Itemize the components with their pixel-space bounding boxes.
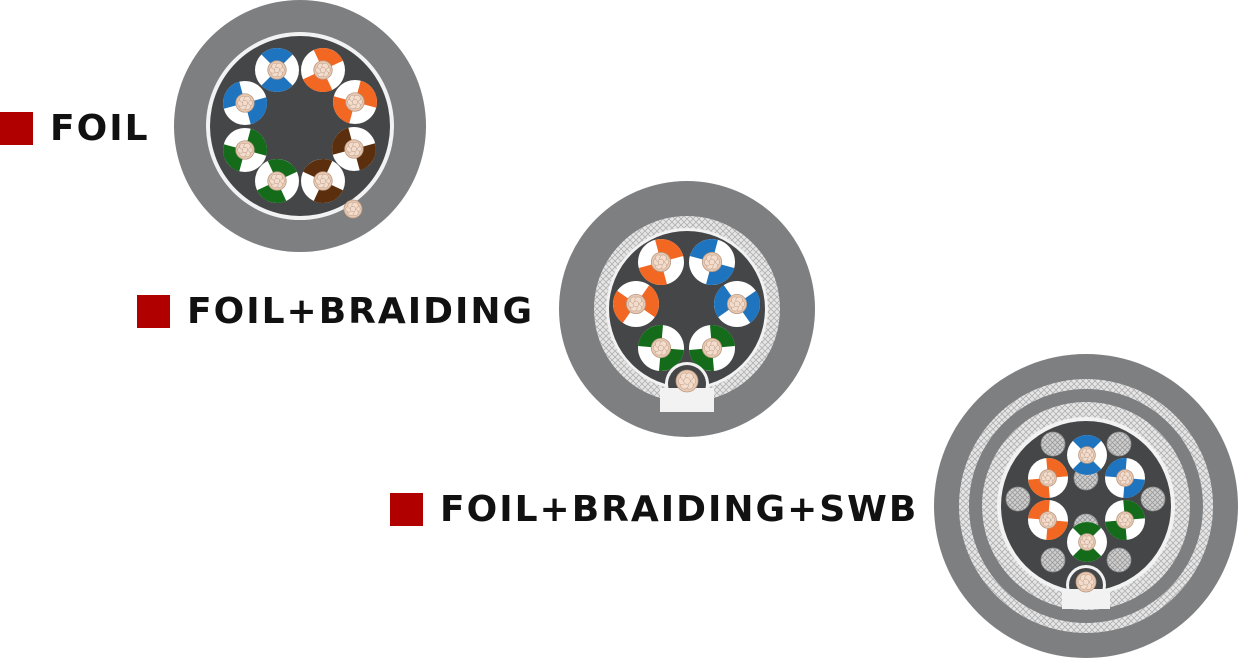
conductor-icon xyxy=(650,337,672,359)
wire-green xyxy=(223,128,267,172)
conductor-icon xyxy=(726,293,748,315)
label-foil-braiding-swb-text: FOIL+BRAIDING+SWB xyxy=(440,489,919,530)
wire-green xyxy=(638,325,684,371)
bullet-square-icon xyxy=(0,112,33,145)
label-foil-text: FOIL xyxy=(50,108,150,149)
label-foil-braiding-swb: FOIL+BRAIDING+SWB xyxy=(390,489,918,530)
wire-blue xyxy=(1067,435,1107,475)
wire-blue xyxy=(689,239,735,286)
conductor-icon xyxy=(313,171,333,191)
conductor-icon xyxy=(701,251,723,273)
wire-orange xyxy=(332,80,377,124)
conductor-icon xyxy=(267,60,287,80)
filler-icon xyxy=(1140,486,1166,512)
wire-green xyxy=(1105,500,1145,540)
conductor-icon xyxy=(1116,469,1134,487)
conductor-icon xyxy=(235,93,255,113)
wire-green xyxy=(1067,522,1107,562)
wire-orange xyxy=(1028,500,1068,540)
conductor-icon xyxy=(1116,511,1134,529)
wire-brown xyxy=(301,159,345,204)
wire-green xyxy=(689,325,735,371)
conductor-icon xyxy=(1039,511,1057,529)
cable-foil-braiding-swb xyxy=(934,354,1238,658)
wire-orange xyxy=(638,239,684,285)
label-foil: FOIL xyxy=(0,108,150,149)
wire-orange xyxy=(1028,458,1068,498)
filler-icon xyxy=(1040,431,1066,457)
filler-icon xyxy=(1106,431,1132,457)
conductor-icon xyxy=(1078,446,1096,464)
conductor-icon xyxy=(1039,469,1057,487)
wire-green xyxy=(255,159,299,204)
conductor-icon xyxy=(344,139,364,159)
conductor-icon xyxy=(675,369,699,393)
conductor-icon xyxy=(1078,533,1096,551)
wire-orange xyxy=(612,281,659,327)
conductor-icon xyxy=(235,140,255,160)
bullet-square-icon xyxy=(390,493,423,526)
conductor-icon xyxy=(343,199,363,219)
label-foil-braiding: FOIL+BRAIDING xyxy=(137,291,534,332)
filler-icon xyxy=(1040,547,1066,573)
conductor-icon xyxy=(345,92,365,112)
cable-foil-braiding xyxy=(559,181,815,437)
conductor-icon xyxy=(267,171,287,191)
filler-icon xyxy=(1106,547,1132,573)
wire-blue xyxy=(222,81,267,125)
conductor-icon xyxy=(701,337,723,359)
wire-blue xyxy=(255,48,299,92)
bullet-square-icon xyxy=(137,295,170,328)
conductor-icon xyxy=(625,293,647,315)
wire-blue xyxy=(1105,458,1145,498)
cable-foil xyxy=(174,0,426,252)
wire-brown xyxy=(332,127,376,171)
wire-orange xyxy=(301,47,345,92)
conductor-icon xyxy=(1075,571,1097,593)
core xyxy=(210,36,390,216)
label-foil-braiding-text: FOIL+BRAIDING xyxy=(187,291,535,332)
wire-blue xyxy=(714,281,760,327)
conductor-icon xyxy=(650,251,672,273)
conductor-icon xyxy=(313,60,333,80)
filler-icon xyxy=(1005,486,1031,512)
